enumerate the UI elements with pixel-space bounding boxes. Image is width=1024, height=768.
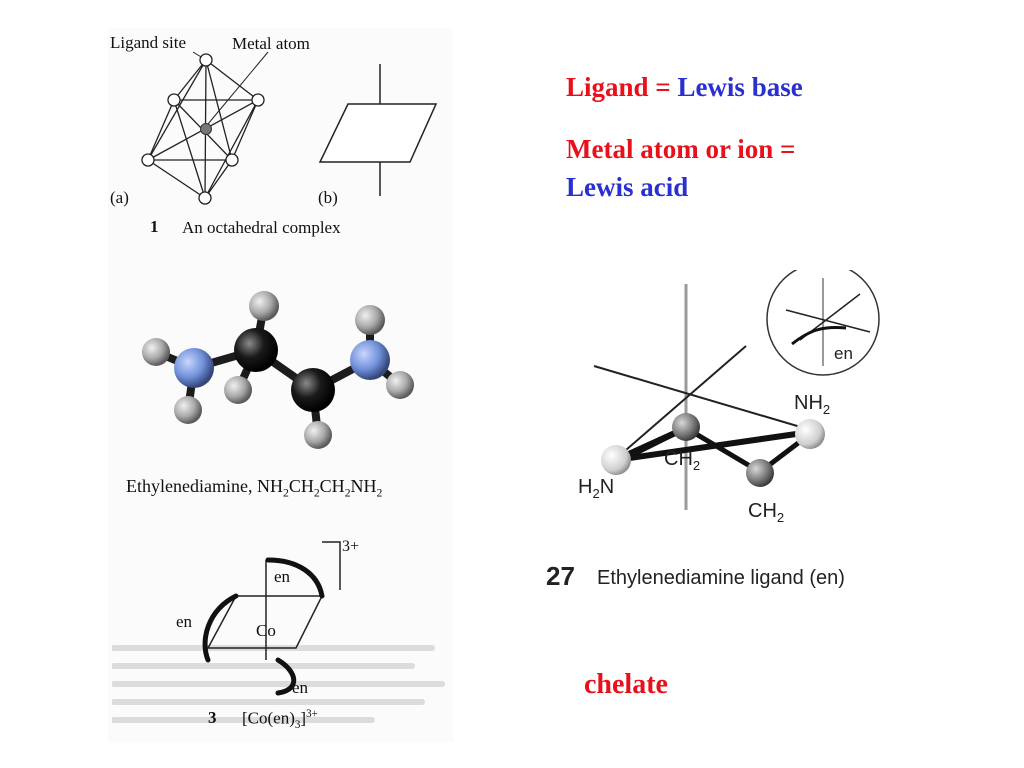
hydrogen-atom-sphere <box>386 371 414 399</box>
formula-part: ] <box>300 708 307 728</box>
formula-subscript: 2 <box>282 486 289 500</box>
formula-part: CH <box>319 476 345 496</box>
metal-atom-label: Metal atom <box>232 34 310 53</box>
panel-b-label: (b) <box>318 188 338 207</box>
formula-part: NH <box>256 476 283 496</box>
en-caption-prefix: Ethylenediamine, <box>126 476 257 496</box>
formula-subscript: 2 <box>822 402 831 417</box>
formula-subscript: 2 <box>376 486 383 500</box>
formula-part: N <box>599 476 615 498</box>
ch2-carbon-sphere <box>672 413 700 441</box>
formula-part: CH <box>748 500 777 522</box>
formula-superscript: 3+ <box>306 708 318 720</box>
formula-part: H <box>578 476 593 498</box>
bleed-through-lines <box>112 645 445 723</box>
figure-3-number: 3 <box>208 708 217 727</box>
nitrogen-left-sphere <box>601 445 631 475</box>
figure-1-caption: An octahedral complex <box>182 218 341 237</box>
figure-27-number: 27 <box>546 561 575 591</box>
formula-part: NH <box>350 476 377 496</box>
nh2-right-label: NH2 <box>794 392 830 417</box>
formula-part: CH <box>288 476 314 496</box>
formula-subscript: 2 <box>592 486 600 501</box>
carbon-atom-sphere <box>291 368 335 412</box>
nitrogen-right-sphere <box>795 419 825 449</box>
cobalt-label: Co <box>256 621 276 640</box>
formula-part: NH <box>794 392 823 414</box>
chelate-label: chelate <box>584 669 668 700</box>
ligand-definition: Ligand = Lewis base <box>566 68 803 106</box>
en-label-bottom: en <box>292 678 309 697</box>
formula-subscript: 3 <box>294 719 301 732</box>
hydrogen-atom-sphere <box>174 396 202 424</box>
h2n-left-label: H2N <box>578 476 614 501</box>
lewis-base-term: Lewis base <box>677 72 803 102</box>
figure-27-caption: Ethylenediamine ligand (en) <box>597 567 845 589</box>
en-ligand-3d-figure <box>593 270 880 510</box>
ligand-site-label: Ligand site <box>110 33 187 52</box>
nitrogen-atom-sphere <box>174 348 214 388</box>
en-label-top: en <box>274 567 291 586</box>
carbon-atom-sphere <box>234 328 278 372</box>
hydrogen-atom-sphere <box>304 421 332 449</box>
formula-part: CH <box>664 448 693 470</box>
hydrogen-atom-sphere <box>249 291 279 321</box>
octahedral-complex-figure <box>141 51 438 205</box>
hydrogen-atom-sphere <box>224 376 252 404</box>
formula-subscript: 2 <box>776 510 785 525</box>
ligand-term: Ligand = <box>566 72 678 102</box>
hydrogen-atom-sphere <box>355 305 385 335</box>
metal-definition-line: Metal atom or ion = <box>566 134 796 164</box>
hydrogen-atom-sphere <box>142 338 170 366</box>
nitrogen-atom-sphere <box>350 340 390 380</box>
en-label-left: en <box>176 612 193 631</box>
formula-subscript: 2 <box>692 458 701 473</box>
inset-en-label: en <box>834 344 853 363</box>
formula-part: [Co(en) <box>242 708 295 728</box>
lewis-acid-term: Lewis acid <box>566 172 689 202</box>
ch2-carbon-sphere <box>746 459 774 487</box>
figure-1-number: 1 <box>150 217 159 236</box>
bleed-through-decoration <box>112 640 447 730</box>
formula-subscript: 2 <box>344 486 351 500</box>
charge-label: 3+ <box>342 538 360 555</box>
ch2-center-label: CH2 <box>664 448 700 473</box>
co-en3-complex-figure <box>202 541 341 696</box>
panel-a-label: (a) <box>110 188 129 207</box>
ethylenediamine-caption: Ethylenediamine, NH2CH2CH2NH2 <box>126 476 382 500</box>
formula-subscript: 2 <box>313 486 320 500</box>
ch2-bottom-label: CH2 <box>748 500 784 525</box>
figure-3-formula: [Co(en)3]3+ <box>242 708 318 731</box>
ethylenediamine-model <box>142 291 414 449</box>
